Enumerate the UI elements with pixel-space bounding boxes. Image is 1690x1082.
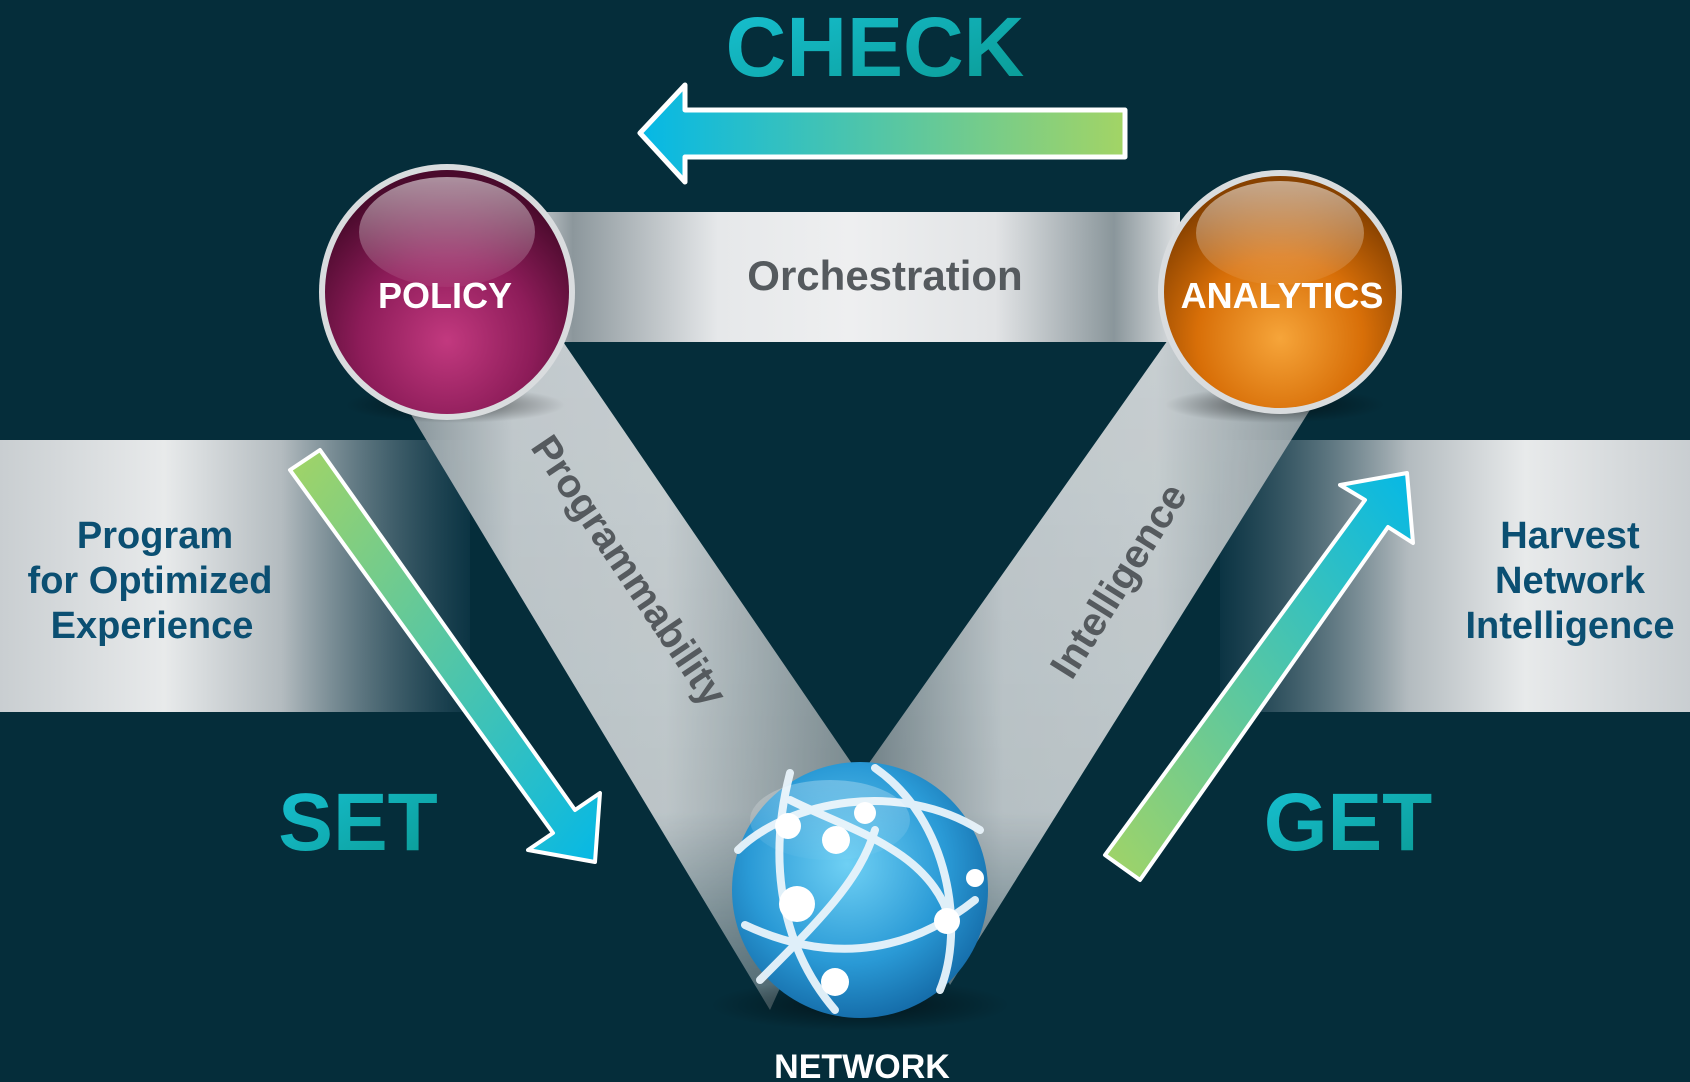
- set-label: SET: [278, 777, 437, 868]
- get-arrow: [1103, 471, 1415, 882]
- get-label: GET: [1264, 777, 1433, 868]
- left-panel-line-2: for Optimized: [28, 560, 273, 602]
- check-label: CHECK: [726, 0, 1025, 94]
- policy-node: [319, 164, 575, 423]
- check-arrow: [637, 82, 1128, 185]
- intelligence-band: [850, 330, 1360, 985]
- analytics-node: [1158, 170, 1402, 423]
- right-panel-line-1: Harvest: [1500, 515, 1640, 557]
- set-arrow: [288, 448, 602, 864]
- orchestration-band: [520, 212, 1180, 342]
- right-panel-line-2: Network: [1495, 560, 1646, 602]
- left-panel-line-3: Experience: [51, 605, 254, 647]
- analytics-label: ANALYTICS: [1181, 275, 1384, 316]
- right-panel-text: Harvest Network Intelligence: [1465, 515, 1674, 647]
- left-panel-text: Program for Optimized Experience: [28, 515, 273, 647]
- left-panel-line-1: Program: [77, 515, 233, 557]
- network-globe-icon: [710, 762, 1010, 1031]
- right-side-panel: [1220, 440, 1690, 712]
- right-panel-line-3: Intelligence: [1465, 605, 1674, 647]
- network-label: NETWORK: [774, 1048, 950, 1082]
- policy-label: POLICY: [378, 275, 512, 316]
- orchestration-label: Orchestration: [747, 252, 1022, 299]
